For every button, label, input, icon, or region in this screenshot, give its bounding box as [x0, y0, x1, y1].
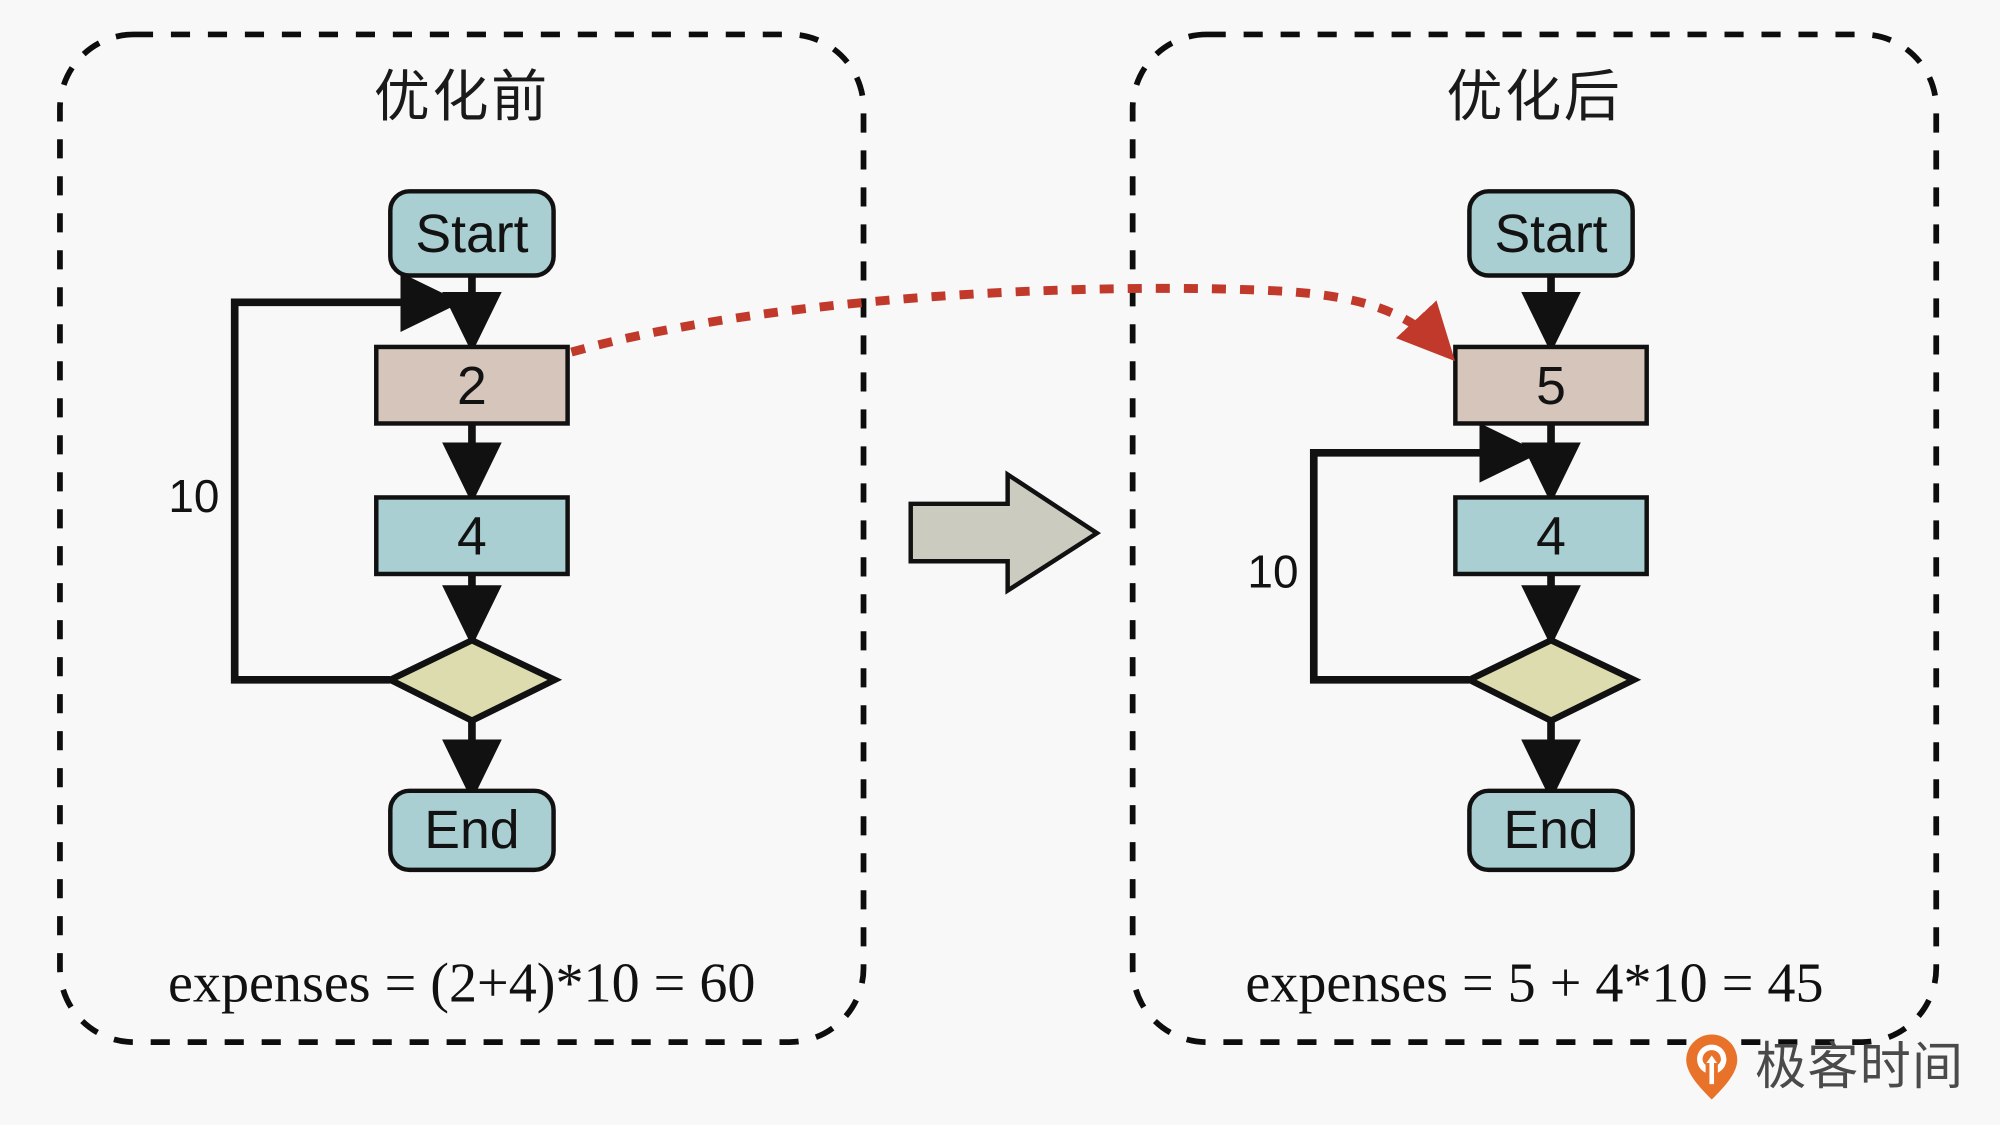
node-cost2-before[interactable]: [374, 344, 570, 426]
panel-border-before: [57, 31, 867, 1045]
node-cost4-after[interactable]: [1453, 495, 1649, 577]
node-end-after[interactable]: [1467, 788, 1635, 873]
geekbang-mark-icon: [1686, 1034, 1738, 1100]
panel-title-after: 优化后: [1446, 66, 1623, 129]
brand-logo: 极客时间: [1684, 1033, 1965, 1102]
migration-arrow-icon: [570, 283, 1456, 362]
node-cost5-after-label: 5: [1536, 357, 1566, 416]
node-cost4-after-label: 4: [1536, 507, 1566, 566]
transform-arrow-icon: [908, 470, 1102, 595]
edge-loop-label-after: 10: [1247, 545, 1298, 597]
edge-loop-label-before: 10: [168, 470, 219, 522]
brand-name: 极客时间: [1755, 1039, 1965, 1096]
node-start-before[interactable]: [388, 189, 556, 278]
node-cost5-after[interactable]: [1453, 344, 1649, 426]
node-end-before[interactable]: [388, 788, 556, 873]
node-decision-before[interactable]: [383, 636, 563, 725]
node-start-after-label: Start: [1494, 205, 1607, 264]
edge-loop-before: [230, 272, 462, 684]
panel-title-before: 优化前: [373, 66, 550, 129]
node-decision-after[interactable]: [1462, 636, 1642, 725]
node-start-after[interactable]: [1467, 189, 1635, 278]
formula-before: expenses = (2+4)*10 = 60: [167, 951, 756, 1015]
node-start-before-label: Start: [415, 205, 528, 264]
node-end-after-label: End: [1503, 801, 1598, 860]
node-cost4-before-label: 4: [457, 507, 487, 566]
node-cost4-before[interactable]: [374, 495, 570, 577]
node-cost2-before-label: 2: [457, 357, 487, 416]
edge-loop-after: [1309, 422, 1541, 684]
panel-border-after: [1129, 31, 1940, 1045]
formula-after: expenses = 5 + 4*10 = 45: [1245, 951, 1824, 1015]
node-end-before-label: End: [424, 801, 519, 860]
